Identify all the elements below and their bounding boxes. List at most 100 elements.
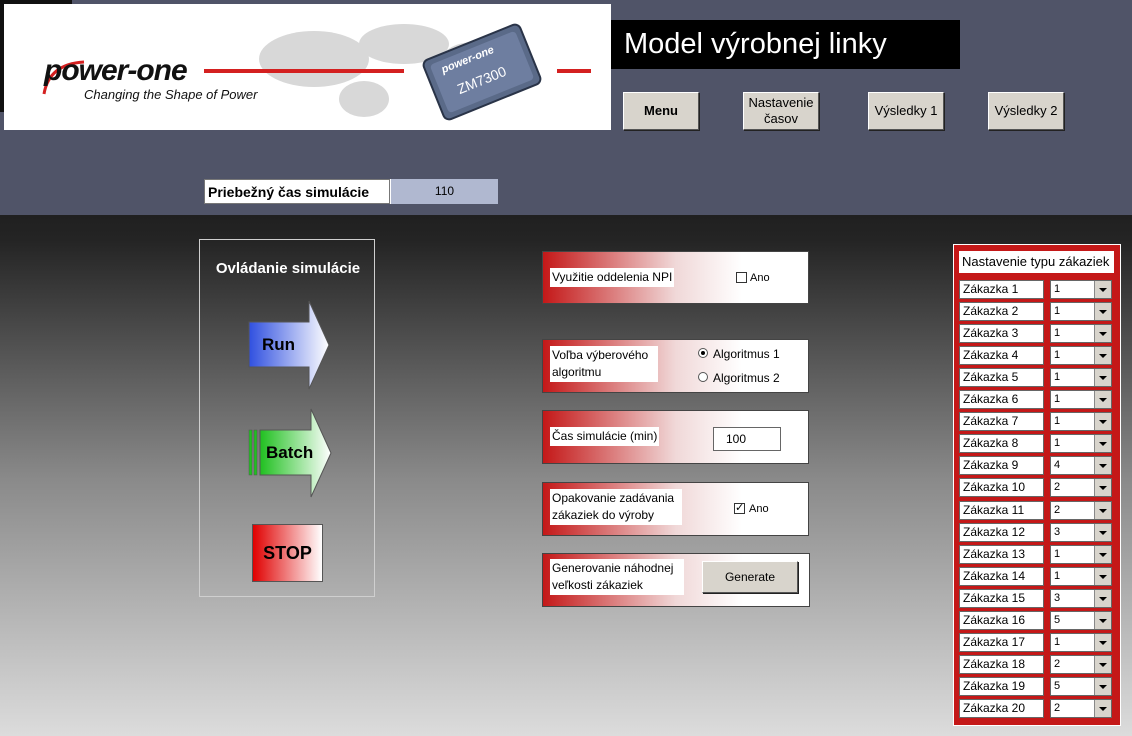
chevron-down-icon[interactable] bbox=[1094, 545, 1111, 563]
order-type-select[interactable]: 1 bbox=[1050, 412, 1112, 432]
order-type-select[interactable]: 1 bbox=[1050, 434, 1112, 454]
menu-button[interactable]: Menu bbox=[623, 92, 699, 130]
time-settings-button[interactable]: Nastavenie časov bbox=[743, 92, 819, 130]
simulation-control-panel: Ovládanie simulácie Run Batch STOP bbox=[199, 239, 375, 597]
chevron-down-icon[interactable] bbox=[1094, 325, 1111, 343]
npi-checkbox[interactable] bbox=[736, 272, 747, 283]
chevron-down-icon[interactable] bbox=[1094, 501, 1111, 519]
results-2-button[interactable]: Výsledky 2 bbox=[988, 92, 1064, 130]
order-type-value: 1 bbox=[1054, 415, 1061, 428]
chevron-down-icon[interactable] bbox=[1094, 567, 1111, 585]
chevron-down-icon[interactable] bbox=[1094, 369, 1111, 387]
order-row: Zákazka 5 1 bbox=[959, 368, 1115, 388]
order-type-value: 1 bbox=[1054, 283, 1061, 295]
chip-icon bbox=[422, 23, 542, 121]
order-label: Zákazka 5 bbox=[959, 368, 1044, 388]
order-type-select[interactable]: 1 bbox=[1050, 544, 1112, 564]
chevron-down-icon[interactable] bbox=[1094, 677, 1111, 695]
chevron-down-icon[interactable] bbox=[1094, 611, 1111, 629]
order-type-select[interactable]: 1 bbox=[1050, 346, 1112, 366]
repeat-panel: Opakovanie zadávania zákaziek do výroby … bbox=[542, 482, 809, 536]
order-type-value: 1 bbox=[1054, 437, 1061, 450]
chevron-down-icon[interactable] bbox=[1094, 413, 1111, 431]
order-type-select[interactable]: 1 bbox=[1050, 368, 1112, 388]
order-type-select[interactable]: 2 bbox=[1050, 478, 1112, 498]
order-row: Zákazka 1 1 bbox=[959, 280, 1115, 299]
batch-label: Batch bbox=[266, 443, 314, 462]
chevron-down-icon[interactable] bbox=[1094, 699, 1111, 717]
order-type-value: 5 bbox=[1054, 613, 1061, 626]
order-label: Zákazka 14 bbox=[959, 566, 1044, 586]
order-label: Zákazka 16 bbox=[959, 610, 1044, 630]
order-label: Zákazka 7 bbox=[959, 412, 1044, 432]
chevron-down-icon[interactable] bbox=[1094, 633, 1111, 651]
generate-button[interactable]: Generate bbox=[702, 561, 798, 593]
run-button[interactable]: Run bbox=[244, 300, 334, 390]
chevron-down-icon[interactable] bbox=[1094, 589, 1111, 607]
order-row: Zákazka 9 4 bbox=[959, 456, 1115, 476]
order-type-select[interactable]: 1 bbox=[1050, 390, 1112, 410]
run-label: Run bbox=[262, 335, 296, 354]
order-type-select[interactable]: 1 bbox=[1050, 324, 1112, 344]
batch-button[interactable]: Batch bbox=[244, 408, 334, 498]
order-type-select[interactable]: 3 bbox=[1050, 588, 1112, 608]
chevron-down-icon[interactable] bbox=[1094, 391, 1111, 409]
repeat-checkbox[interactable]: ✓ bbox=[734, 502, 745, 514]
chevron-down-icon[interactable] bbox=[1094, 281, 1111, 298]
stop-button[interactable]: STOP bbox=[252, 524, 323, 582]
order-label: Zákazka 3 bbox=[959, 324, 1044, 344]
npi-option-label: Ano bbox=[750, 272, 770, 284]
order-type-select[interactable]: 5 bbox=[1050, 610, 1112, 630]
chevron-down-icon[interactable] bbox=[1094, 655, 1111, 673]
order-type-select[interactable]: 1 bbox=[1050, 280, 1112, 299]
order-type-select[interactable]: 1 bbox=[1050, 566, 1112, 586]
logo-text: power-one bbox=[44, 54, 188, 87]
chevron-down-icon[interactable] bbox=[1094, 479, 1111, 497]
order-type-select[interactable]: 2 bbox=[1050, 500, 1112, 520]
npi-label: Využitie oddelenia NPI bbox=[550, 268, 675, 287]
generate-label: Generovanie náhodnej veľkosti zákaziek bbox=[550, 559, 684, 595]
chevron-down-icon[interactable] bbox=[1094, 435, 1111, 453]
sim-time-panel: Čas simulácie (min) 100 bbox=[542, 410, 809, 464]
chevron-down-icon[interactable] bbox=[1094, 457, 1111, 475]
chevron-down-icon[interactable] bbox=[1094, 347, 1111, 365]
order-type-select[interactable]: 3 bbox=[1050, 522, 1112, 542]
results-1-button[interactable]: Výsledky 1 bbox=[868, 92, 944, 130]
order-label: Zákazka 2 bbox=[959, 302, 1044, 322]
order-types-header: Nastavenie typu zákaziek bbox=[959, 251, 1114, 273]
order-row: Zákazka 7 1 bbox=[959, 412, 1115, 432]
run-arrow-icon bbox=[248, 300, 330, 390]
order-type-value: 2 bbox=[1054, 503, 1061, 516]
order-label: Zákazka 20 bbox=[959, 698, 1044, 718]
order-type-select[interactable]: 4 bbox=[1050, 456, 1112, 476]
order-label: Zákazka 10 bbox=[959, 478, 1044, 498]
chevron-down-icon[interactable] bbox=[1094, 523, 1111, 541]
order-type-value: 2 bbox=[1054, 701, 1061, 714]
order-label: Zákazka 9 bbox=[959, 456, 1044, 476]
sim-time-value: 110 bbox=[391, 179, 498, 204]
order-type-select[interactable]: 1 bbox=[1050, 302, 1112, 322]
order-type-value: 2 bbox=[1054, 657, 1061, 670]
order-type-select[interactable]: 2 bbox=[1050, 698, 1112, 718]
order-type-value: 4 bbox=[1054, 459, 1061, 472]
sim-time-setting-label: Čas simulácie (min) bbox=[550, 427, 660, 446]
control-title: Ovládanie simulácie bbox=[215, 260, 361, 277]
order-label: Zákazka 8 bbox=[959, 434, 1044, 454]
algorithm-2-radio[interactable] bbox=[698, 372, 708, 382]
order-type-select[interactable]: 1 bbox=[1050, 632, 1112, 652]
order-type-select[interactable]: 2 bbox=[1050, 654, 1112, 674]
order-type-value: 1 bbox=[1054, 305, 1061, 318]
order-label: Zákazka 1 bbox=[959, 280, 1044, 299]
chevron-down-icon[interactable] bbox=[1094, 303, 1111, 321]
repeat-option-label: Ano bbox=[749, 503, 769, 515]
algorithm-1-radio[interactable] bbox=[698, 348, 708, 358]
npi-panel: Využitie oddelenia NPI Ano bbox=[542, 251, 809, 304]
sim-time-input[interactable]: 100 bbox=[713, 427, 781, 451]
order-type-select[interactable]: 5 bbox=[1050, 676, 1112, 696]
